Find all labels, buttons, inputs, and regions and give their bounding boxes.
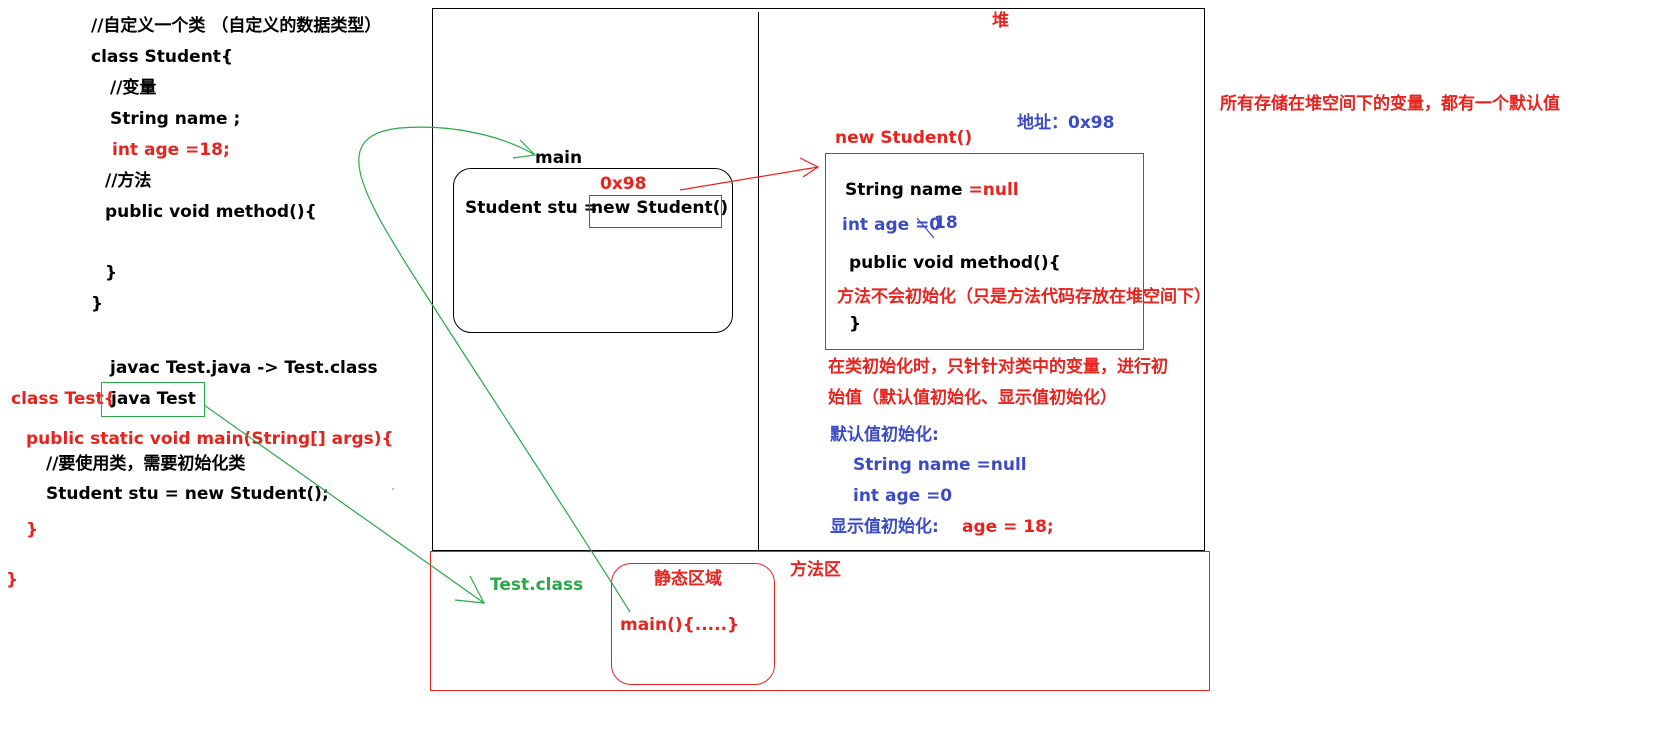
code-comment-method: //方法 bbox=[105, 171, 152, 191]
code-class-close: } bbox=[91, 294, 104, 314]
heap-field-name: String name =null bbox=[845, 182, 1019, 199]
code-new-stmt: Student stu = new Student(); bbox=[46, 484, 329, 504]
stack-frame-label: main bbox=[535, 148, 583, 168]
code-comment-class: //自定义一个类 （自定义的数据类型） bbox=[91, 16, 382, 36]
default-init-name: String name =null bbox=[853, 455, 1027, 475]
heap-method-decl: public void method(){ bbox=[849, 253, 1061, 273]
heap-method-close: } bbox=[849, 314, 862, 334]
heap-field-name-value: =null bbox=[968, 180, 1019, 200]
method-area-box bbox=[430, 551, 1210, 691]
code-field-name: String name ; bbox=[110, 109, 241, 129]
code-method-close: } bbox=[105, 263, 118, 283]
explicit-init-age: age = 18; bbox=[962, 517, 1054, 537]
static-area-title: 静态区域 bbox=[654, 569, 722, 589]
explicit-init-title: 显示值初始化: bbox=[830, 517, 939, 537]
code-test-close: } bbox=[6, 570, 19, 590]
code-comment-use: //要使用类，需要初始化类 bbox=[46, 454, 246, 474]
stack-stmt-new: new Student() bbox=[591, 198, 729, 218]
stack-stmt-prefix: Student stu = bbox=[465, 198, 598, 218]
stray-dot bbox=[392, 488, 394, 490]
main-stack-frame bbox=[453, 168, 733, 333]
heap-default-note: 所有存储在堆空间下的变量，都有一个默认值 bbox=[1220, 94, 1560, 114]
static-main-method: main(){.....} bbox=[620, 615, 740, 635]
heap-title: 堆 bbox=[992, 11, 1009, 31]
code-compile-cmd: javac Test.java -> Test.class bbox=[110, 358, 378, 378]
stack-heap-divider bbox=[758, 12, 759, 550]
code-class-decl: class Student{ bbox=[91, 47, 234, 67]
stack-address: 0x98 bbox=[600, 174, 647, 194]
run-cmd-highlight bbox=[101, 382, 205, 417]
heap-field-age-old: int age =0 bbox=[842, 215, 942, 235]
heap-field-age-new: 18 bbox=[934, 213, 958, 233]
code-field-age: int age =18; bbox=[112, 140, 230, 160]
heap-init-note-2: 始值（默认值初始化、显示值初始化） bbox=[828, 388, 1117, 408]
method-area-title: 方法区 bbox=[790, 560, 841, 580]
heap-method-note: 方法不会初始化（只是方法代码存放在堆空间下） bbox=[837, 287, 1211, 307]
code-run-cmd: java Test bbox=[111, 389, 196, 409]
default-init-age: int age =0 bbox=[853, 486, 953, 506]
method-area-class-file: Test.class bbox=[490, 575, 584, 595]
heap-object-box bbox=[825, 153, 1144, 350]
code-test-class: class Test{ bbox=[11, 389, 116, 409]
code-method-decl: public void method(){ bbox=[105, 202, 317, 222]
static-area-box bbox=[611, 563, 775, 685]
default-init-title: 默认值初始化: bbox=[830, 425, 939, 445]
code-main-close: } bbox=[26, 520, 39, 540]
heap-address-label: 地址：0x98 bbox=[1017, 113, 1115, 133]
heap-init-note-1: 在类初始化时，只针针对类中的变量，进行初 bbox=[828, 357, 1168, 377]
code-main-decl: public static void main(String[] args){ bbox=[26, 429, 394, 449]
code-comment-var: //变量 bbox=[110, 78, 157, 98]
heap-field-name-prefix: String name bbox=[845, 180, 963, 200]
heap-object-label: new Student() bbox=[835, 128, 973, 148]
